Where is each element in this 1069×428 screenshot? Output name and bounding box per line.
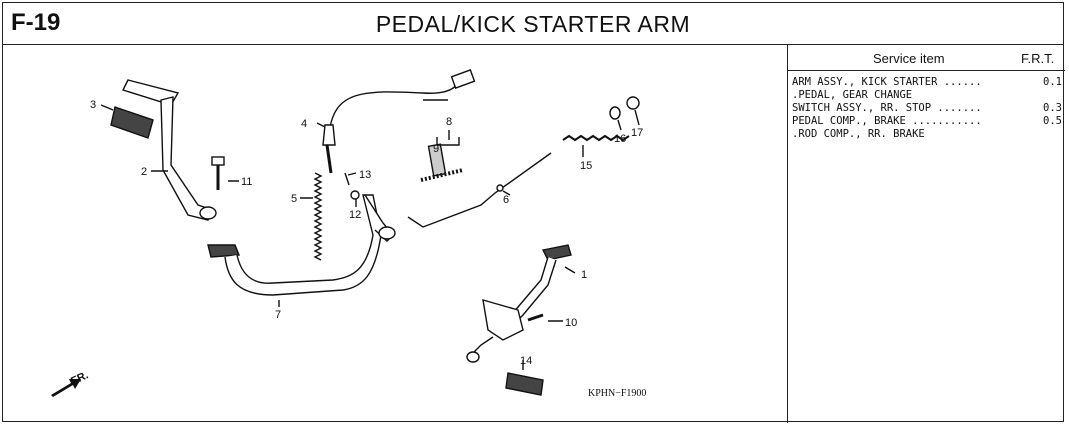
service-item-column-header: Service item: [873, 51, 945, 66]
callout-10: 10: [565, 317, 577, 329]
callout-4: 4: [301, 118, 307, 130]
callout-17: 17: [631, 127, 643, 139]
parts-illustration: 3 2 11 4 5 13 12 8 9 6 15 16 17 1 10 14 …: [51, 69, 646, 399]
leader-dots: ...........: [912, 115, 982, 127]
service-row: SWITCH ASSY., RR. STOP ....... 0.3: [792, 102, 1062, 115]
service-row: .PEDAL, GEAR CHANGE: [792, 89, 1062, 102]
leader-dots: .......: [937, 102, 982, 114]
front-indicator: FR.: [51, 369, 90, 397]
kick-starter-arm: [160, 96, 214, 221]
parts-sheet: F-19 PEDAL/KICK STARTER ARM: [2, 2, 1065, 423]
bolt-11-head: [211, 156, 225, 166]
exploded-parts-diagram: 3 2 11 4 5 13 12 8 9 6 15 16 17 1 10 14 …: [3, 45, 788, 423]
leader-dots: ......: [943, 76, 982, 88]
section-code: F-19: [11, 9, 61, 36]
brake-pedal: [224, 194, 382, 296]
cotter-pin-13: [344, 172, 350, 186]
joint-16: [609, 106, 621, 120]
service-row: PEDAL COMP., BRAKE ........... 0.5: [792, 115, 1062, 128]
frt-value: 0.5: [1043, 115, 1062, 127]
washer-12: [350, 190, 360, 200]
callout-2: 2: [141, 166, 147, 178]
page-title: PEDAL/KICK STARTER ARM: [375, 11, 691, 37]
spring-15: [562, 134, 630, 142]
callout-14: 14: [520, 355, 532, 367]
callout-15: 15: [580, 160, 592, 172]
gear-pedal-boss: [482, 299, 524, 341]
callout-7: 7: [275, 309, 281, 321]
front-arrow-icon: [51, 379, 81, 397]
frt-value: 0.3: [1043, 102, 1062, 114]
callout-8: 8: [446, 116, 452, 128]
service-item-name: .ROD COMP., RR. BRAKE: [792, 128, 925, 140]
drawing-code: KPHN−F1900: [588, 388, 646, 399]
gear-pedal-rubber-14: [505, 372, 544, 396]
bolt-10: [527, 313, 544, 322]
brake-pedal-pivot: [378, 226, 396, 240]
nut-17: [626, 96, 640, 110]
service-item-name: ARM ASSY., KICK STARTER: [792, 76, 938, 88]
service-row: ARM ASSY., KICK STARTER ...... 0.1: [792, 76, 1062, 89]
spring-8: [420, 168, 464, 182]
callout-12: 12: [349, 209, 361, 221]
callout-5: 5: [291, 193, 297, 205]
callout-11: 11: [241, 176, 252, 188]
callout-16: 16: [614, 133, 626, 145]
frt-value: 0.1: [1043, 76, 1062, 88]
brake-pedal-pad: [207, 244, 241, 258]
brake-rod-6: [407, 152, 552, 228]
callout-9: 9: [433, 143, 439, 155]
front-label: FR.: [69, 369, 90, 387]
service-item-panel: Service item F.R.T. ARM ASSY., KICK STAR…: [788, 45, 1065, 423]
spring-5: [313, 172, 323, 261]
rod-joint: [496, 184, 504, 192]
callout-6: 6: [503, 194, 509, 206]
service-item-name: PEDAL COMP., BRAKE: [792, 115, 906, 127]
callout-3: 3: [90, 99, 96, 111]
frt-column-header: F.R.T.: [1021, 51, 1055, 66]
service-table-header: Service item F.R.T.: [788, 45, 1065, 71]
kick-arm-boss: [199, 206, 217, 220]
callout-1: 1: [581, 269, 587, 281]
spring-sleeve-9: [427, 143, 447, 177]
switch-body: [322, 124, 336, 146]
gear-pedal-pad: [541, 244, 572, 261]
callout-13: 13: [359, 169, 371, 181]
switch-cable: [328, 74, 464, 136]
switch-plunger: [325, 144, 333, 174]
switch-connector: [450, 69, 476, 89]
service-item-name: SWITCH ASSY., RR. STOP: [792, 102, 932, 114]
service-item-list: ARM ASSY., KICK STARTER ...... 0.1 .PEDA…: [792, 76, 1062, 141]
service-row: .ROD COMP., RR. BRAKE: [792, 128, 1062, 141]
gear-pedal-end: [466, 351, 480, 363]
service-item-name: .PEDAL, GEAR CHANGE: [792, 89, 913, 101]
kick-starter-grip: [110, 106, 154, 139]
page-header: F-19 PEDAL/KICK STARTER ARM: [3, 3, 1063, 45]
